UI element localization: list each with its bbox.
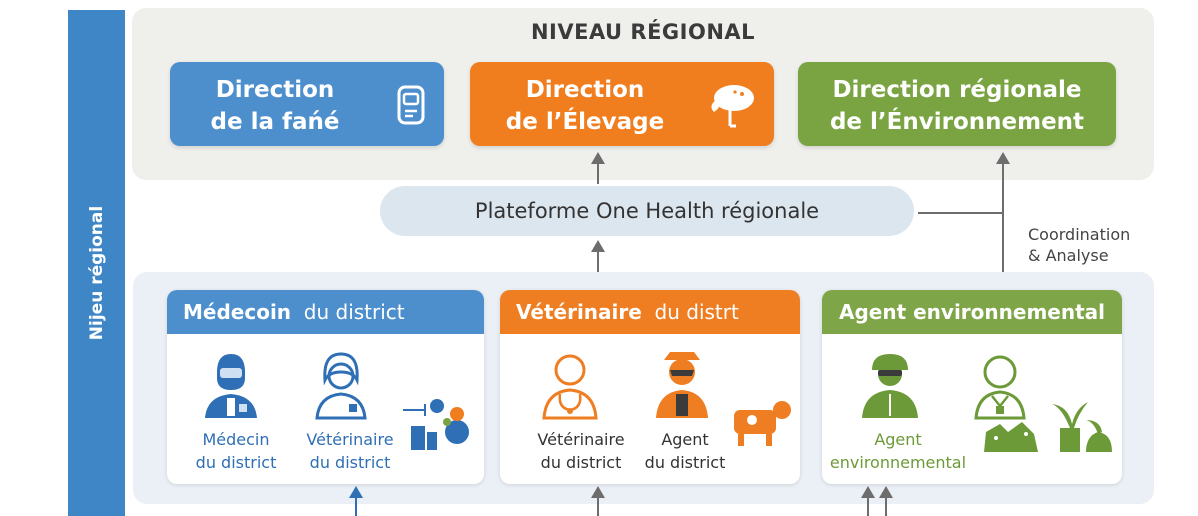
animal-icon <box>711 85 754 128</box>
arrow-head-elevage <box>591 152 605 164</box>
card-medecin-header: Médecoin du district <box>167 290 484 334</box>
bottom-arrow-env-1 <box>867 496 869 516</box>
card-agent-environnemental: Agent environnemental Agent environnemen… <box>822 290 1122 484</box>
arrow-platform-to-elevage <box>597 160 599 184</box>
card-veterinaire-person1-label: Vétérinaire du district <box>516 428 646 474</box>
person-veterinaire-line1: Vétérinaire <box>306 430 394 449</box>
one-health-platform: Plateforme One Health régionale <box>380 186 914 236</box>
arrow-head-platform <box>591 240 605 252</box>
person-vet-line1: Vétérinaire <box>537 430 625 449</box>
direction-env-line1: Direction régionale <box>832 77 1082 103</box>
bottom-arrow-medecin <box>355 496 357 516</box>
nurse-icon <box>315 352 367 420</box>
agent-icon <box>656 352 708 418</box>
direction-sante-line2: de la fańé <box>210 109 340 135</box>
direction-env-line2: de l’Énvironnement <box>829 109 1085 135</box>
woman-agent-icon <box>974 355 1026 420</box>
direction-elevage-line1: Direction <box>525 77 645 103</box>
card-env-title-bold: Agent environnemental <box>838 300 1105 324</box>
arrow-head-environment <box>996 152 1010 164</box>
side-band-label: Nijeu régional <box>86 205 107 341</box>
coordination-line2: & Analyse <box>1028 246 1109 265</box>
bottom-arrow-head-env-1 <box>861 486 875 498</box>
lab-equipment-icon <box>403 399 469 450</box>
card-veterinaire-header: Vétérinaire du distrt <box>500 290 800 334</box>
person-agent-line1: Agent <box>661 430 709 449</box>
card-veterinaire-title-rest: du distrt <box>654 300 739 324</box>
person-env-line2: environnemental <box>829 453 967 472</box>
person-agent-line2: du district <box>644 453 726 472</box>
card-veterinaire-person2-label: Agent du district <box>640 428 730 474</box>
card-medecin-title-bold: Médecoin <box>183 300 292 324</box>
coordination-label: Coordination & Analyse <box>1028 224 1130 266</box>
person-medecin-line1: Médecin <box>202 430 270 449</box>
card-medecin-district: Médecoin du district Médecin du district… <box>167 290 484 484</box>
direction-elevage-line2: de l’Élevage <box>505 109 665 135</box>
arrow-district-to-platform <box>597 248 599 272</box>
card-veterinaire-title-bold: Vétérinaire <box>516 300 642 324</box>
plants-icon <box>984 402 1112 452</box>
soldier-agent-icon <box>862 354 918 418</box>
person-medecin-line2: du district <box>195 453 277 472</box>
cow-icon <box>734 401 791 446</box>
card-medecin-title-rest: du district <box>303 300 405 324</box>
bottom-arrow-veterinaire <box>597 496 599 516</box>
doctor-icon <box>205 354 257 418</box>
person-veterinaire-line2: du district <box>309 453 391 472</box>
bottom-arrow-head-veterinaire <box>591 486 605 498</box>
direction-elevage-box: Direction de l’Élevage <box>470 62 774 146</box>
direction-sante-line1: Direction <box>215 77 335 103</box>
person-env-line1: Agent <box>874 430 922 449</box>
side-band: Nijeu régional <box>68 10 125 516</box>
coordination-connector-vertical <box>1002 162 1004 276</box>
bottom-arrow-head-env-2 <box>879 486 893 498</box>
coordination-line1: Coordination <box>1028 225 1131 244</box>
bottom-arrow-head-medecin <box>349 486 363 498</box>
medical-device-icon <box>397 85 425 125</box>
bottom-arrow-env-2 <box>885 496 887 516</box>
veterinarian-icon <box>542 354 598 420</box>
card-medecin-person1-label: Médecin du district <box>177 428 295 474</box>
card-env-person1-label: Agent environnemental <box>828 428 968 474</box>
direction-environnement-box: Direction régionale de l’Énvironnement <box>798 62 1116 146</box>
direction-sante-box: Direction de la fańé <box>170 62 444 146</box>
card-env-header: Agent environnemental <box>822 290 1122 334</box>
regional-title: NIVEAU RÉGIONAL <box>530 20 756 44</box>
coordination-connector-horizontal <box>918 212 1004 214</box>
card-medecin-person2-label: Vétérinaire du district <box>295 428 405 474</box>
card-veterinaire-district: Vétérinaire du distrt Vétérinaire du dis… <box>500 290 800 484</box>
person-vet-line2: du district <box>540 453 622 472</box>
